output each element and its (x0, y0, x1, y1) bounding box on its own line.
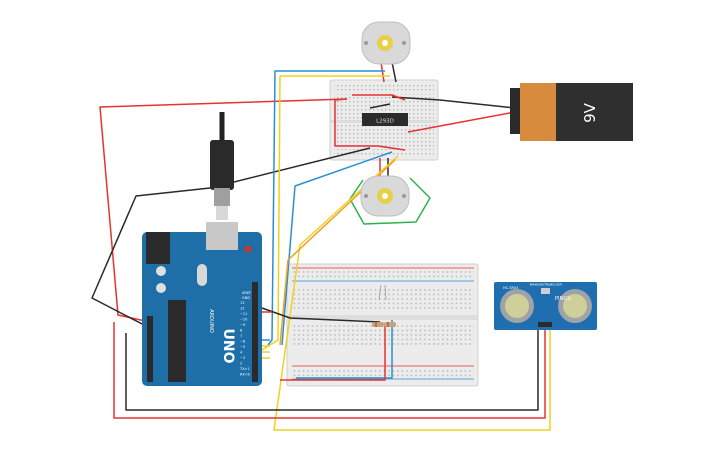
arduino-pin-label: 4 (240, 351, 243, 355)
arduino-gnd: GND (242, 296, 250, 300)
arduino-pin-label: ~3 (240, 356, 245, 360)
arduino-pin-label: 7 (240, 334, 242, 338)
dc-motor-top[interactable] (361, 21, 411, 65)
arduino-pin-label: RX<0 (240, 373, 250, 377)
arduino-uno[interactable]: UNO ARDUINO AREF GND 13 12~11 ~10~9 87 ~6~5 4… (142, 112, 262, 386)
ultrasonic-sensor[interactable]: www.elecfreaks.com HC-SR04 PING)) (494, 282, 597, 330)
sensor-model: HC-SR04 (503, 286, 519, 290)
resistor-group[interactable] (372, 284, 396, 327)
battery-label: 9V (581, 102, 599, 123)
arduino-pin-label: ~10 (240, 318, 247, 322)
arduino-pin-label: ~6 (240, 340, 245, 344)
arduino-pin-label: 12 (240, 307, 244, 311)
arduino-aref: AREF (242, 291, 251, 295)
arduino-pin-label: ~11 (240, 312, 247, 316)
arduino-pin-labels: 13 12~11 ~10~9 87 ~6~5 4~3 2TX>1RX<0 (239, 301, 250, 377)
dc-motor-bottom[interactable] (360, 175, 410, 217)
sensor-brand: www.elecfreaks.com (530, 283, 563, 287)
arduino-pin-label: TX>1 (239, 367, 250, 371)
arduino-logo: UNO (220, 329, 236, 364)
sensor-title: PING)) (555, 296, 571, 302)
arduino-pin-label: 8 (240, 329, 242, 333)
l293d-chip[interactable]: L293D (362, 113, 408, 126)
arduino-brand: ARDUINO (208, 309, 214, 333)
chip-label: L293D (376, 119, 394, 125)
arduino-pin-label: ~9 (240, 323, 245, 327)
arduino-pin-label: 2 (240, 362, 242, 366)
wires (91, 61, 551, 431)
arduino-pin-label: ~5 (240, 345, 245, 349)
arduino-pin-label: 13 (240, 301, 244, 305)
battery-9v[interactable]: 9V (510, 83, 633, 141)
